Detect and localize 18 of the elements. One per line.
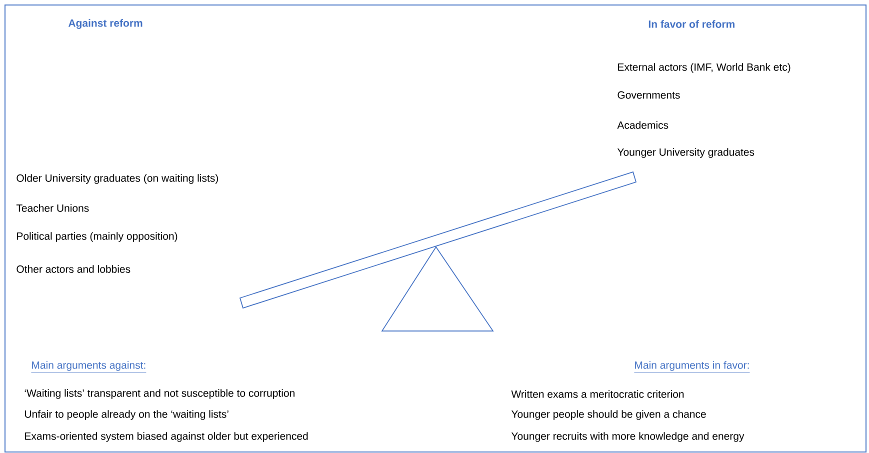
actor-text: Other actors and lobbies: [16, 265, 130, 273]
actor-text: External actors (IMF, World Bank etc): [618, 63, 790, 73]
side-heading: Against reform: [68, 19, 142, 29]
argument-text: Exams-oriented system biased against older but experienced: [25, 432, 308, 442]
arguments-heading: Main arguments against:: [31, 361, 146, 372]
actor-text: Academics: [617, 121, 668, 129]
arguments-heading: Main arguments in favor:: [634, 361, 750, 372]
argument-text: Written exams a meritocratic criterion: [511, 390, 684, 398]
argument-text: ‘Waiting lists’ transparent and not susceptible to corruption: [24, 389, 294, 399]
actor-text: Political parties (mainly opposition): [17, 232, 178, 242]
actor-text: Governments: [618, 91, 680, 99]
argument-text: Younger people should be given a chance: [511, 410, 706, 420]
side-heading: In favor of reform: [648, 20, 734, 28]
argument-text: Unfair to people already on the ‘waiting lists’: [25, 410, 228, 420]
actor-text: Younger University graduates: [617, 148, 754, 158]
actor-text: Older University graduates (on waiting lists): [16, 174, 218, 184]
actor-text: Teacher Unions: [16, 204, 89, 212]
argument-text: Younger recruits with more knowledge and energy: [511, 432, 744, 442]
